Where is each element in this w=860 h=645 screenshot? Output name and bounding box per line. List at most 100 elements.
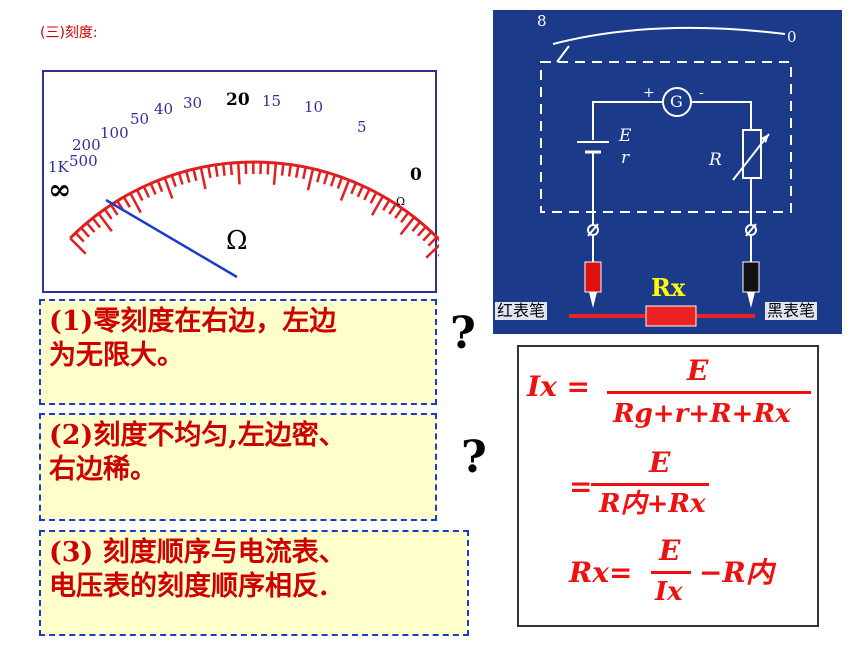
scale-tick — [177, 172, 184, 185]
scale-tick — [142, 185, 151, 198]
scale-label-100: 100 — [100, 124, 129, 142]
scale-tick — [149, 182, 157, 195]
scale-label-30: 30 — [183, 94, 203, 112]
ohmmeter-circuit-diagram: 8 0 G + - E r R 红表笔 黑表笔 Rx — [493, 10, 842, 334]
scale-tick — [382, 199, 391, 211]
red-terminal — [587, 224, 599, 236]
scale-tick — [306, 168, 315, 191]
rheostat-label: R — [709, 150, 722, 170]
meter-scale-arc — [552, 26, 786, 45]
scale-tick — [422, 231, 433, 242]
scale-label-50: 50 — [130, 110, 150, 128]
meter-infinity-mark: 8 — [537, 12, 547, 30]
scale-tick — [399, 216, 416, 236]
black-terminal — [745, 224, 757, 236]
scale-tick — [122, 196, 131, 208]
note-uneven-scale: (2)刻度不均匀,左边密、 右边稀。 — [39, 413, 437, 521]
black-probe-label: 黑表笔 — [765, 301, 818, 320]
emf-label: E — [619, 126, 632, 146]
formula-panel: Ix = E Rg+r+R+Rx = E R内+Rx Rx= E Ix −R内 — [517, 345, 819, 627]
scale-tick — [97, 212, 113, 232]
meter-housing-dashed — [540, 61, 792, 213]
scale-tick — [388, 203, 397, 215]
scale-tick — [80, 226, 91, 238]
scale-tick — [427, 236, 438, 247]
fraction-bar-3 — [651, 571, 691, 574]
scale-label-200: 200 — [72, 136, 101, 154]
formula-denominator-2: R内+Rx — [599, 489, 706, 519]
red-probe-label: 红表笔 — [495, 301, 548, 320]
note-3-line-1: (3) 刻度顺序与电流表、 — [49, 537, 346, 568]
note-1-line-2: 为无限大。 — [49, 340, 184, 371]
formula-rx-lhs: Rx= — [569, 556, 633, 589]
scale-label-0: 0 — [410, 165, 422, 185]
scale-tick — [394, 207, 404, 219]
scale-tick — [416, 225, 427, 237]
scale-tick — [163, 177, 174, 199]
scale-tick — [109, 204, 119, 216]
galvanometer-minus: - — [699, 85, 704, 101]
meter-zero-mark: 0 — [787, 28, 797, 46]
scale-tick — [170, 174, 177, 188]
infinity-symbol: ∞ — [48, 173, 72, 206]
scale-label-500: 500 — [69, 152, 98, 170]
fraction-bar-1 — [607, 391, 811, 394]
scale-tick — [272, 162, 278, 185]
meter-needle — [556, 45, 570, 63]
scale-tick — [323, 172, 329, 185]
formula-minus-rin: −R内 — [699, 556, 774, 589]
note-3-line-2: 电压表的刻度顺序相反. — [49, 571, 329, 602]
scale-tick — [69, 237, 87, 255]
note-2-line-2: 右边稀。 — [49, 454, 157, 485]
scale-arc — [69, 160, 439, 242]
scale-tick — [400, 211, 410, 224]
galvanometer-label: G — [670, 92, 683, 111]
scale-tick — [91, 217, 102, 229]
scale-tick — [129, 192, 142, 214]
note-1-line-1: (1)零刻度在右边，左边 — [49, 306, 337, 337]
scale-tick — [329, 174, 336, 187]
scale-tick — [85, 222, 96, 233]
note-2-line-1: (2)刻度不均匀,左边密、 — [49, 420, 346, 451]
scale-tick — [363, 188, 371, 201]
scale-tick — [184, 170, 191, 183]
formula-ix-denominator: Ix — [655, 577, 683, 607]
scale-tick — [339, 179, 351, 201]
formula-equals: = — [569, 470, 593, 503]
scale-label-20: 20 — [226, 90, 250, 110]
scale-tick — [411, 221, 422, 232]
scale-tick — [350, 182, 358, 195]
scale-label-40: 40 — [154, 100, 174, 118]
section-heading: (三)刻度: — [40, 25, 98, 41]
circuit-wiring — [540, 26, 792, 327]
red-probe — [584, 261, 602, 293]
question-mark-2: ? — [461, 432, 487, 483]
needle — [105, 198, 238, 279]
ohmmeter-scale-drawing — [69, 160, 439, 279]
scale-tick — [74, 232, 85, 243]
scale-tick — [229, 162, 234, 176]
scale-tick — [336, 176, 344, 190]
rx-label: Rx — [651, 273, 686, 302]
formula-e-numerator-2: E — [649, 446, 671, 479]
scale-tick — [214, 164, 219, 177]
ohm-unit-large: Ω — [226, 226, 248, 256]
formula-e-numerator-3: E — [659, 534, 681, 567]
scale-tick — [156, 180, 164, 193]
scale-label-10: 10 — [304, 98, 324, 116]
formula-e-numerator-1: E — [687, 354, 709, 387]
ohmmeter-scale-panel: 1K 500 200 100 50 40 30 20 15 10 5 0 ∞ Ω… — [42, 70, 439, 293]
scale-ticks — [69, 162, 439, 259]
galvanometer-plus: + — [643, 85, 655, 101]
scale-tick — [302, 166, 307, 180]
formula-ix-lhs: Ix = — [527, 370, 590, 403]
scale-tick — [356, 185, 365, 198]
scale-tick — [425, 243, 439, 259]
rheostat-symbol — [742, 129, 762, 179]
scale-label-15: 15 — [262, 92, 282, 110]
black-probe — [742, 261, 760, 293]
fraction-bar-2 — [591, 483, 709, 486]
scale-tick — [280, 163, 285, 176]
rx-resistor — [645, 305, 697, 327]
ohm-unit-small: Ω — [396, 195, 406, 208]
